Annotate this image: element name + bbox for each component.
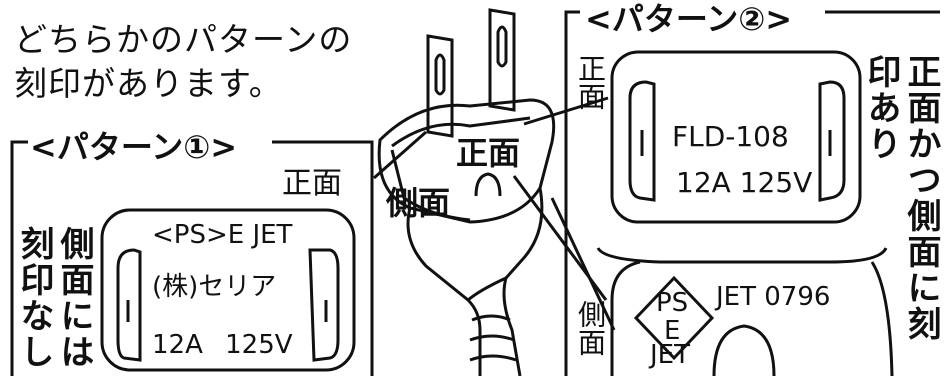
pattern1-frame-left	[10, 140, 28, 376]
pattern2-side-right	[870, 261, 894, 376]
pattern1-plate	[100, 208, 356, 372]
pattern2-side-top	[596, 247, 888, 264]
pse-mark-top: PS	[656, 288, 689, 318]
pattern1-side-note-col1: 側面には	[54, 226, 94, 370]
pattern2-title: <パターン②>	[585, 0, 793, 38]
leader-pattern2-front	[523, 96, 609, 126]
pse-diamond	[633, 275, 715, 361]
pattern1-frame-right	[272, 140, 374, 376]
pattern2-stamp-line2: 12A 125V	[676, 166, 813, 199]
intro-text: どちらかのパターンの 刻印があります。	[14, 18, 352, 106]
pattern2-frame-left	[564, 10, 580, 376]
intro-line-1: どちらかのパターンの	[14, 20, 353, 59]
pattern2-side-jet: JET	[650, 340, 690, 370]
pattern2-right-note-col2: 刻印あり	[861, 54, 941, 342]
leader-pattern2-side-2	[550, 197, 616, 331]
plug-side-label: 側面	[386, 184, 451, 222]
pattern2-side-label: 側面	[574, 300, 607, 356]
pse-mark-bottom: E	[664, 316, 681, 346]
pattern2-side-hole	[712, 324, 776, 376]
pattern1-stamp-line3: 12A 125V	[152, 330, 293, 360]
leader-pattern1-front	[373, 130, 427, 180]
pattern2-right-note-col1: 正面かつ側面に	[901, 54, 941, 306]
pattern1-stamp-line1: <PS>E JET	[152, 220, 293, 250]
pattern2-blade-right	[818, 80, 846, 202]
pattern1-stamp-line2: (株)セリア	[152, 272, 277, 302]
center-plug-drawing	[377, 8, 556, 376]
pattern1-front-label: 正面	[282, 166, 342, 201]
pattern2-side-jet-number: JET 0796	[716, 282, 831, 312]
pattern1-side-note-col2: 刻印なし	[14, 226, 54, 370]
pattern2-side-left	[610, 260, 641, 376]
intro-line-2: 刻印があります。	[14, 64, 283, 103]
pattern1-side-note: 側面には刻印なし	[14, 226, 94, 376]
pattern2-front-label: 正面	[574, 54, 607, 110]
plug-front-label: 正面	[456, 134, 521, 172]
pattern2-right-note: 正面かつ側面に刻印あり	[861, 54, 941, 374]
pattern2-blade-left	[628, 80, 656, 202]
pattern1-blade-left	[116, 248, 142, 362]
pattern1-title: <パターン①>	[30, 128, 238, 166]
pattern2-stamp-line1: FLD-108	[672, 120, 789, 153]
pattern1-blade-right	[308, 248, 340, 362]
pattern2-plate	[610, 50, 862, 224]
